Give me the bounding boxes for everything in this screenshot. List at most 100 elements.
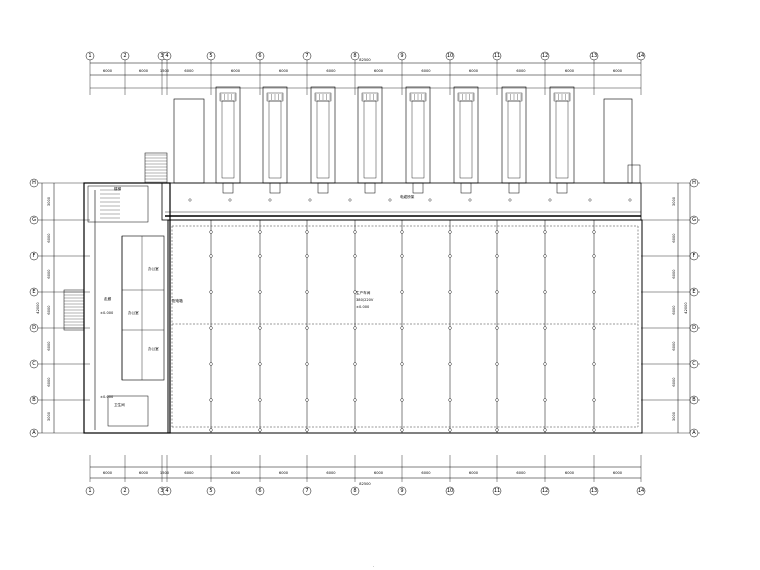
axis-label-left: B: [32, 397, 36, 403]
dim-text-right: 3000: [672, 411, 676, 421]
dim-text-right: 6000: [672, 233, 676, 243]
light-fixture: [305, 230, 309, 234]
axis-bubble-right: [689, 178, 699, 188]
roof-vent-base: [556, 182, 568, 194]
dim-text-top: 6000: [326, 69, 336, 73]
dim-text-left: 3000: [47, 411, 51, 421]
light-fixture: [400, 290, 404, 294]
canopy-strip: [161, 182, 642, 221]
axis-bubble-bottom: [492, 486, 502, 496]
axis-bubble-left: [29, 251, 39, 261]
axis-bubble-top: [636, 51, 646, 61]
roof-vent-outer: [357, 86, 383, 184]
dim-text-top: 6000: [103, 69, 113, 73]
axis-bubble-top: [255, 51, 265, 61]
axis-bubble-bottom: [206, 486, 216, 496]
light-fixture: [258, 398, 262, 402]
dim-text-bottom: 6000: [139, 471, 149, 475]
dim-text-bottom: 6000: [565, 471, 575, 475]
light-fixture: [495, 290, 499, 294]
light-fixture: [592, 290, 596, 294]
light-fixture: [258, 428, 262, 432]
light-fixture: [258, 254, 262, 258]
roof-vent-outer: [262, 86, 288, 184]
axis-bubble-right: [689, 323, 699, 333]
light-fixture: [543, 254, 547, 258]
light-fixture: [400, 428, 404, 432]
dim-text-left: 6000: [47, 341, 51, 351]
dim-text-top: 6000: [613, 69, 623, 73]
office-block: [121, 235, 165, 381]
light-fixture: [400, 362, 404, 366]
light-fixture: [495, 398, 499, 402]
dim-text-right: 6000: [672, 269, 676, 279]
dim-text-top: 6000: [184, 69, 194, 73]
room-label-office-c: 办公室: [148, 346, 159, 351]
axis-label-right: G: [692, 217, 696, 223]
axis-bubble-bottom: [589, 486, 599, 496]
axis-label-bottom: 12: [542, 488, 548, 494]
small-block-right: [627, 164, 641, 184]
axis-bubble-top: [350, 51, 360, 61]
axis-label-top: 8: [353, 53, 356, 59]
light-fixture: [448, 254, 452, 258]
roof-block-left: [173, 98, 205, 184]
axis-bubble-bottom: [120, 486, 130, 496]
light-fixture: [209, 290, 213, 294]
light-fixture: [592, 362, 596, 366]
room-label-office-b: 办公室: [128, 310, 139, 315]
room-label-corridor: 走廊: [104, 296, 112, 301]
axis-label-left: C: [32, 361, 36, 367]
axis-bubble-top: [540, 51, 550, 61]
roof-vent-cap: [314, 92, 332, 102]
axis-label-bottom: 6: [258, 488, 261, 494]
light-fixture: [305, 254, 309, 258]
roof-vent-cap: [361, 92, 379, 102]
dim-text-left: 6000: [47, 269, 51, 279]
axis-label-left: A: [32, 430, 36, 436]
light-fixture: [495, 362, 499, 366]
roof-vent-inner: [507, 100, 521, 179]
light-fixture: [353, 254, 357, 258]
axis-bubble-bottom: [540, 486, 550, 496]
axis-bubble-top: [302, 51, 312, 61]
light-fixture: [543, 428, 547, 432]
room-label-stair: 楼梯: [114, 186, 122, 191]
light-fixture: [400, 398, 404, 402]
axis-bubble-right: [689, 395, 699, 405]
axis-label-left: D: [32, 325, 36, 331]
light-fixture: [258, 230, 262, 234]
dim-text-right: 6000: [672, 305, 676, 315]
light-fixture: [543, 290, 547, 294]
axis-label-bottom: 4: [165, 488, 168, 494]
axis-label-right: H: [692, 180, 696, 186]
tray-note: 电缆桥架: [400, 194, 415, 199]
light-fixture: [258, 290, 262, 294]
roof-vent-base: [508, 182, 520, 194]
dim-text-right: 6000: [672, 341, 676, 351]
light-fixture: [305, 362, 309, 366]
light-fixture: [448, 398, 452, 402]
dim-text-left: 6000: [47, 233, 51, 243]
axis-bubble-right: [689, 287, 699, 297]
dim-text-bottom: 6000: [184, 471, 194, 475]
dim-text-top: 6000: [421, 69, 431, 73]
dim-text-right: 6000: [672, 377, 676, 387]
dim-text-left: 3000: [47, 196, 51, 206]
axis-label-left: E: [32, 289, 35, 295]
dim-text-top: 6000: [469, 69, 479, 73]
axis-bubble-bottom: [162, 486, 172, 496]
light-fixture: [543, 362, 547, 366]
axis-label-top: 10: [447, 53, 453, 59]
light-fixture: [543, 230, 547, 234]
dim-total-right: 42000: [684, 302, 688, 314]
light-fixture: [353, 230, 357, 234]
light-fixture: [448, 326, 452, 330]
roof-vent-outer: [310, 86, 336, 184]
axis-label-bottom: 10: [447, 488, 453, 494]
light-fixture: [592, 254, 596, 258]
light-fixture: [495, 254, 499, 258]
roof-vent-inner: [363, 100, 377, 179]
light-fixture: [209, 362, 213, 366]
